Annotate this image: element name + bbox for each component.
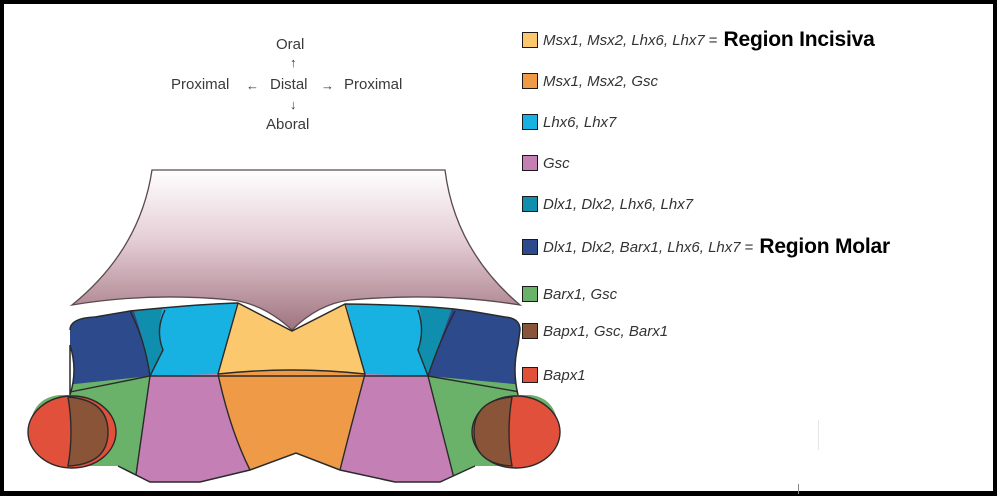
legend-swatch — [522, 323, 538, 339]
legend-swatch — [522, 196, 538, 212]
region-incisiva-label: Region Incisiva — [724, 28, 875, 52]
legend-item: Gsc — [522, 151, 570, 175]
legend-swatch — [522, 239, 538, 255]
legend-item: Bapx1 — [522, 363, 586, 387]
legend-genes: Bapx1 — [543, 367, 586, 384]
region-molar-label: Region Molar — [759, 235, 890, 259]
legend-swatch — [522, 155, 538, 171]
legend-genes: Dlx1, Dlx2, Barx1, Lhx6, Lhx7 — [543, 239, 741, 256]
legend-swatch — [522, 73, 538, 89]
faint-mark — [818, 420, 819, 450]
legend-item: Barx1, Gsc — [522, 282, 617, 306]
legend-swatch — [522, 367, 538, 383]
legend-genes: Barx1, Gsc — [543, 286, 617, 303]
legend-genes: Msx1, Msx2, Gsc — [543, 73, 658, 90]
edge-mark — [798, 484, 799, 494]
legend-genes: Lhx6, Lhx7 — [543, 114, 616, 131]
legend-genes: Dlx1, Dlx2, Lhx6, Lhx7 — [543, 196, 693, 213]
legend-genes: Bapx1, Gsc, Barx1 — [543, 323, 668, 340]
legend-item: Bapx1, Gsc, Barx1 — [522, 319, 668, 343]
legend-equals: = — [709, 32, 718, 49]
legend-swatch — [522, 114, 538, 130]
legend-item: Dlx1, Dlx2, Lhx6, Lhx7 — [522, 192, 693, 216]
legend-equals: = — [745, 239, 754, 256]
legend-item: Msx1, Msx2, Lhx6, Lhx7 = Region Incisiva — [522, 28, 875, 52]
process-shape — [72, 170, 520, 330]
legend-swatch — [522, 286, 538, 302]
legend-item: Dlx1, Dlx2, Barx1, Lhx6, Lhx7 = Region M… — [522, 235, 890, 259]
legend-item: Lhx6, Lhx7 — [522, 110, 616, 134]
legend-item: Msx1, Msx2, Gsc — [522, 69, 658, 93]
legend-genes: Msx1, Msx2, Lhx6, Lhx7 — [543, 32, 705, 49]
legend-swatch — [522, 32, 538, 48]
legend-genes: Gsc — [543, 155, 570, 172]
